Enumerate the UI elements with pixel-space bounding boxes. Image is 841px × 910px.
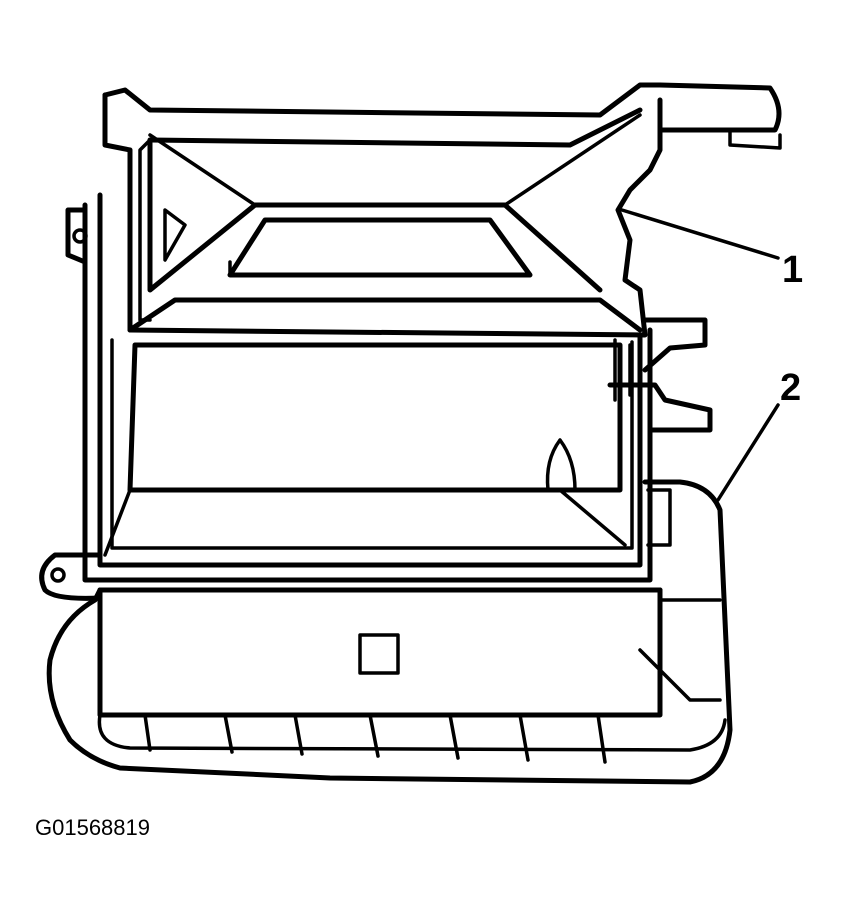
leader-lines: [620, 208, 780, 502]
figure-code: G01568819: [35, 815, 150, 840]
side-bracket: [607, 317, 713, 433]
callout-2: 2: [780, 367, 801, 409]
upper-cover: [102, 82, 782, 338]
leader-line-2: [716, 403, 780, 502]
filter-frame: [39, 192, 653, 601]
leader-line-1: [620, 208, 780, 260]
callout-1: 1: [782, 249, 803, 291]
lower-housing: [46, 479, 733, 785]
